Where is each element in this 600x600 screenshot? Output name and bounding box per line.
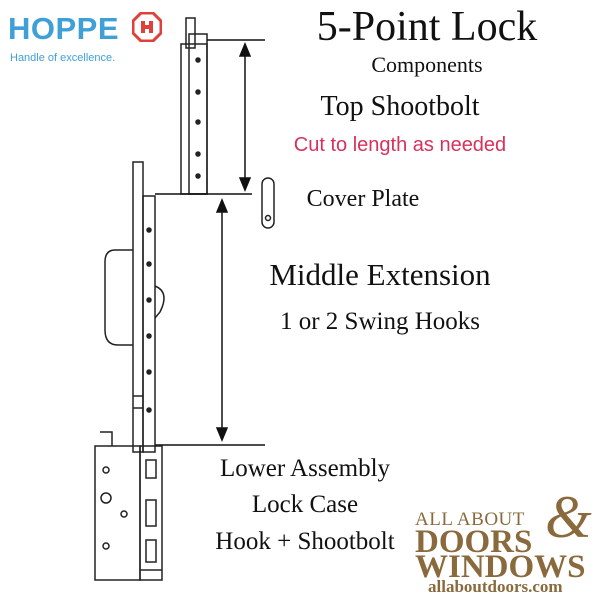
dealer-logo-ampersand: & [545,484,592,550]
dealer-logo-line3: WINDOWS [415,549,586,585]
label-middle-extension-note: 1 or 2 Swing Hooks [279,308,480,335]
label-hook-shootbolt: Hook + Shootbolt [215,528,395,555]
label-cover-plate: Cover Plate [306,186,420,212]
label-middle-extension: Middle Extension [269,257,491,292]
dealer-logo-line1: ALL ABOUT [415,509,525,530]
diagram-subtitle: Components [371,52,483,77]
lower-assembly-drawing [94,431,163,581]
label-lock-case: Lock Case [251,491,359,518]
label-lower-assembly: Lower Assembly [219,455,391,482]
dealer-logo-line2: DOORS [415,524,533,560]
diagram-title: 5-Point Lock [316,4,538,50]
label-top-shootbolt: Top Shootbolt [320,91,480,122]
label-top-shootbolt-note: Cut to length as needed [293,134,507,156]
middle-extension-drawing [104,161,165,453]
brand-emblem-icon [132,12,162,42]
dealer-url: allaboutdoors.com [428,577,563,596]
dimension-arrow-top [155,39,265,195]
top-shootbolt-drawing [180,17,208,195]
cover-plate-drawing [261,177,275,229]
brand-logo-text: HOPPE [8,11,120,46]
dimension-arrow-middle [155,198,265,446]
brand-tagline: Handle of excellence. [10,52,116,64]
